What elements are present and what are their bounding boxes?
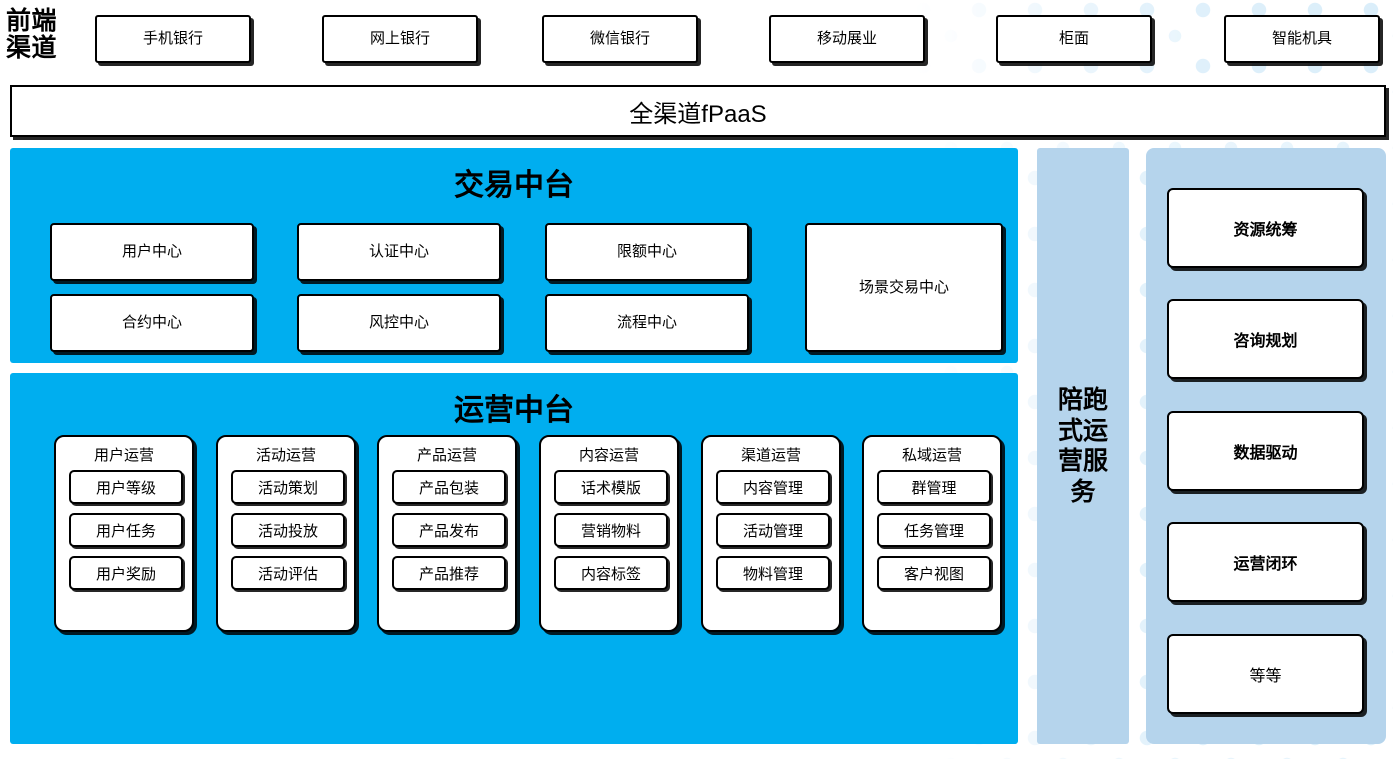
ops-group-item[interactable]: 内容标签 — [554, 556, 668, 590]
trade-module-label: 流程中心 — [616, 314, 677, 331]
ops-group-item-label: 物料管理 — [742, 565, 803, 583]
front-end-label-line1: 前端 — [6, 8, 58, 35]
front-end-channel-label: 前端 渠道 — [6, 8, 57, 62]
ops-group-title: 渠道运营 — [740, 447, 801, 464]
ops-group-item[interactable]: 客户视图 — [877, 556, 991, 590]
service-pillar-label: 数据驱动 — [1233, 445, 1298, 462]
channel-box[interactable]: 手机银行 — [95, 15, 251, 63]
channel-label: 手机银行 — [142, 30, 203, 47]
channel-label: 移动展业 — [816, 30, 877, 47]
trade-center-title: 交易中台 — [454, 169, 574, 202]
trade-module-label: 风控中心 — [368, 314, 429, 331]
channel-box[interactable]: 移动展业 — [769, 15, 925, 63]
service-pillar-label: 咨询规划 — [1233, 333, 1298, 350]
channel-box[interactable]: 微信银行 — [542, 15, 698, 63]
ops-group-item-label: 用户奖励 — [95, 565, 156, 583]
channel-label: 智能机具 — [1271, 30, 1332, 47]
trade-center-panel: 交易中台 用户中心 认证中心 限额中心合约中心 风控中心 流程中心 场景交易中心 — [10, 148, 1018, 363]
ops-group-item[interactable]: 用户任务 — [69, 513, 183, 547]
service-pillar-column: 资源统筹咨询规划数据驱动运营闭环等等 — [1146, 148, 1386, 744]
ops-center-title: 运营中台 — [454, 394, 574, 427]
fpaas-bar-label: 全渠道fPaaS — [629, 100, 767, 128]
omnichannel-fpaas-bar[interactable]: 全渠道fPaaS — [10, 85, 1386, 137]
trade-module-label: 用户中心 — [121, 243, 182, 260]
ops-group-item-label: 活动策划 — [257, 479, 318, 497]
service-pillar-label: 资源统筹 — [1233, 222, 1298, 239]
ops-group-title: 私域运营 — [901, 447, 962, 464]
ops-group-item-label: 活动管理 — [742, 522, 803, 540]
trade-module-box[interactable]: 限额中心 — [545, 223, 749, 281]
service-pillar-label: 等等 — [1249, 668, 1282, 685]
ops-group-item[interactable]: 用户奖励 — [69, 556, 183, 590]
trade-module-box[interactable]: 风控中心 — [297, 294, 501, 352]
ops-group-card: 渠道运营内容管理活动管理物料管理 — [701, 435, 841, 632]
channel-box[interactable]: 网上银行 — [322, 15, 478, 63]
accompany-service-label: 陪跑式运营服务 — [1057, 386, 1108, 506]
ops-group-item[interactable]: 活动管理 — [716, 513, 830, 547]
ops-group-item-label: 用户等级 — [95, 479, 156, 497]
ops-group-item-label: 群管理 — [911, 479, 957, 497]
ops-group-item[interactable]: 活动投放 — [231, 513, 345, 547]
trade-module-label: 认证中心 — [368, 243, 429, 260]
ops-group-item[interactable]: 产品包装 — [392, 470, 506, 504]
ops-group-card: 活动运营活动策划活动投放活动评估 — [216, 435, 356, 632]
ops-group-item[interactable]: 活动评估 — [231, 556, 345, 590]
channel-label: 柜面 — [1058, 30, 1089, 47]
ops-group-item-label: 活动评估 — [257, 565, 318, 583]
channel-box[interactable]: 柜面 — [996, 15, 1152, 63]
ops-group-title: 内容运营 — [578, 447, 639, 464]
service-pillar-label: 运营闭环 — [1233, 556, 1298, 573]
service-pillar-box[interactable]: 资源统筹 — [1167, 188, 1364, 268]
ops-group-item-label: 产品包装 — [418, 479, 479, 497]
ops-group-item[interactable]: 物料管理 — [716, 556, 830, 590]
ops-group-item[interactable]: 营销物料 — [554, 513, 668, 547]
ops-center-panel: 运营中台 用户运营用户等级用户任务用户奖励活动运营活动策划活动投放活动评估产品运… — [10, 373, 1018, 744]
ops-group-item-label: 产品推荐 — [418, 565, 479, 583]
ops-group-item-label: 话术模版 — [580, 479, 641, 497]
ops-group-card: 产品运营产品包装产品发布产品推荐 — [377, 435, 517, 632]
ops-group-item[interactable]: 用户等级 — [69, 470, 183, 504]
ops-group-item[interactable]: 群管理 — [877, 470, 991, 504]
ops-group-item-label: 内容标签 — [580, 565, 641, 583]
service-pillar-box[interactable]: 数据驱动 — [1167, 411, 1364, 491]
channel-label: 网上银行 — [369, 30, 430, 47]
accompany-service-column: 陪跑式运营服务 — [1037, 148, 1129, 744]
trade-module-box[interactable]: 认证中心 — [297, 223, 501, 281]
service-pillar-box[interactable]: 咨询规划 — [1167, 299, 1364, 379]
ops-group-title: 活动运营 — [255, 447, 316, 464]
service-pillar-box[interactable]: 运营闭环 — [1167, 522, 1364, 602]
trade-module-label: 场景交易中心 — [858, 278, 949, 296]
ops-group-item-label: 任务管理 — [903, 522, 964, 540]
ops-group-item[interactable]: 任务管理 — [877, 513, 991, 547]
trade-module-box[interactable]: 流程中心 — [545, 294, 749, 352]
trade-module-box[interactable]: 用户中心 — [50, 223, 254, 281]
ops-group-title: 用户运营 — [93, 447, 154, 464]
ops-group-title: 产品运营 — [416, 447, 477, 464]
ops-group-card: 内容运营话术模版营销物料内容标签 — [539, 435, 679, 632]
ops-group-card: 用户运营用户等级用户任务用户奖励 — [54, 435, 194, 632]
ops-group-item[interactable]: 产品发布 — [392, 513, 506, 547]
ops-group-item[interactable]: 话术模版 — [554, 470, 668, 504]
channel-box[interactable]: 智能机具 — [1224, 15, 1380, 63]
ops-group-item-label: 客户视图 — [903, 565, 964, 583]
ops-group-item[interactable]: 活动策划 — [231, 470, 345, 504]
ops-group-item[interactable]: 内容管理 — [716, 470, 830, 504]
ops-group-item-label: 营销物料 — [580, 522, 641, 540]
trade-module-box[interactable]: 场景交易中心 — [805, 223, 1003, 352]
channel-label: 微信银行 — [589, 30, 650, 47]
ops-group-item-label: 用户任务 — [95, 522, 156, 540]
ops-group-item-label: 活动投放 — [257, 522, 318, 540]
trade-module-label: 合约中心 — [121, 314, 182, 331]
ops-group-item-label: 内容管理 — [742, 479, 803, 497]
trade-module-box[interactable]: 合约中心 — [50, 294, 254, 352]
service-pillar-box[interactable]: 等等 — [1167, 634, 1364, 714]
front-end-label-line2: 渠道 — [6, 35, 58, 62]
ops-group-card: 私域运营群管理任务管理客户视图 — [862, 435, 1002, 632]
trade-module-label: 限额中心 — [616, 243, 677, 260]
ops-group-item-label: 产品发布 — [418, 522, 479, 540]
ops-group-item[interactable]: 产品推荐 — [392, 556, 506, 590]
